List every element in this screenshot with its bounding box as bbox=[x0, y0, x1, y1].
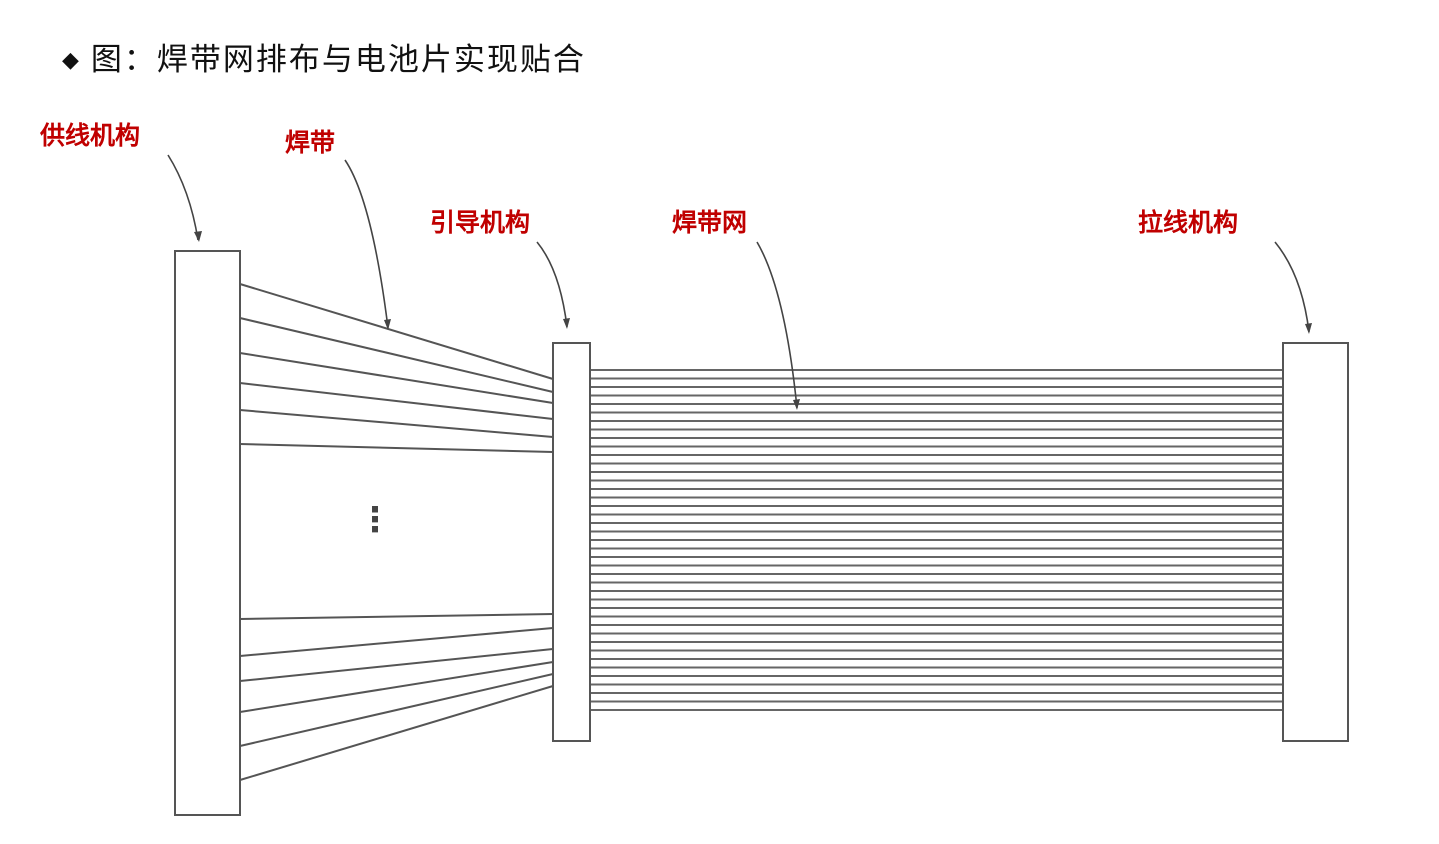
figure-title: ◆ 图：焊带网排布与电池片实现贴合 bbox=[62, 34, 586, 79]
ribbon-line bbox=[239, 409, 554, 438]
arrow-ribbon bbox=[344, 159, 389, 329]
ribbon-line bbox=[239, 648, 554, 682]
arrow-supply bbox=[167, 154, 199, 241]
guide-mechanism-box bbox=[552, 342, 591, 742]
label-supply-mechanism: 供线机构 bbox=[40, 121, 141, 150]
ribbon-line bbox=[239, 283, 554, 380]
ribbon-line bbox=[239, 382, 554, 420]
ribbon-line bbox=[239, 613, 554, 620]
label-guide-mechanism: 引导机构 bbox=[430, 208, 531, 237]
arrowhead-icon bbox=[793, 399, 800, 410]
ribbon-line bbox=[239, 352, 554, 404]
ellipsis-vertical: ⋮ bbox=[358, 500, 392, 540]
arrowhead-icon bbox=[1305, 323, 1312, 334]
supply-mechanism-box bbox=[174, 250, 241, 816]
arrow-ribbon-net bbox=[756, 241, 798, 409]
diamond-bullet-icon: ◆ bbox=[62, 48, 81, 73]
label-ribbon: 焊带 bbox=[285, 128, 336, 157]
ribbon-line bbox=[239, 317, 554, 393]
ribbon-line bbox=[239, 661, 554, 713]
label-pull-mechanism: 拉线机构 bbox=[1138, 208, 1239, 237]
arrowhead-icon bbox=[384, 319, 391, 330]
ribbon-line bbox=[239, 685, 554, 781]
ribbon-line bbox=[239, 443, 554, 453]
ribbon-line bbox=[239, 673, 554, 747]
pull-mechanism-box bbox=[1282, 342, 1349, 742]
arrow-guide bbox=[536, 241, 568, 328]
figure-title-text: 图：焊带网排布与电池片实现贴合 bbox=[90, 42, 586, 78]
arrowhead-icon bbox=[563, 318, 570, 329]
arrowhead-icon bbox=[194, 231, 202, 242]
label-ribbon-net: 焊带网 bbox=[672, 208, 748, 237]
ribbon-line bbox=[239, 627, 554, 657]
arrow-pull bbox=[1274, 241, 1310, 333]
